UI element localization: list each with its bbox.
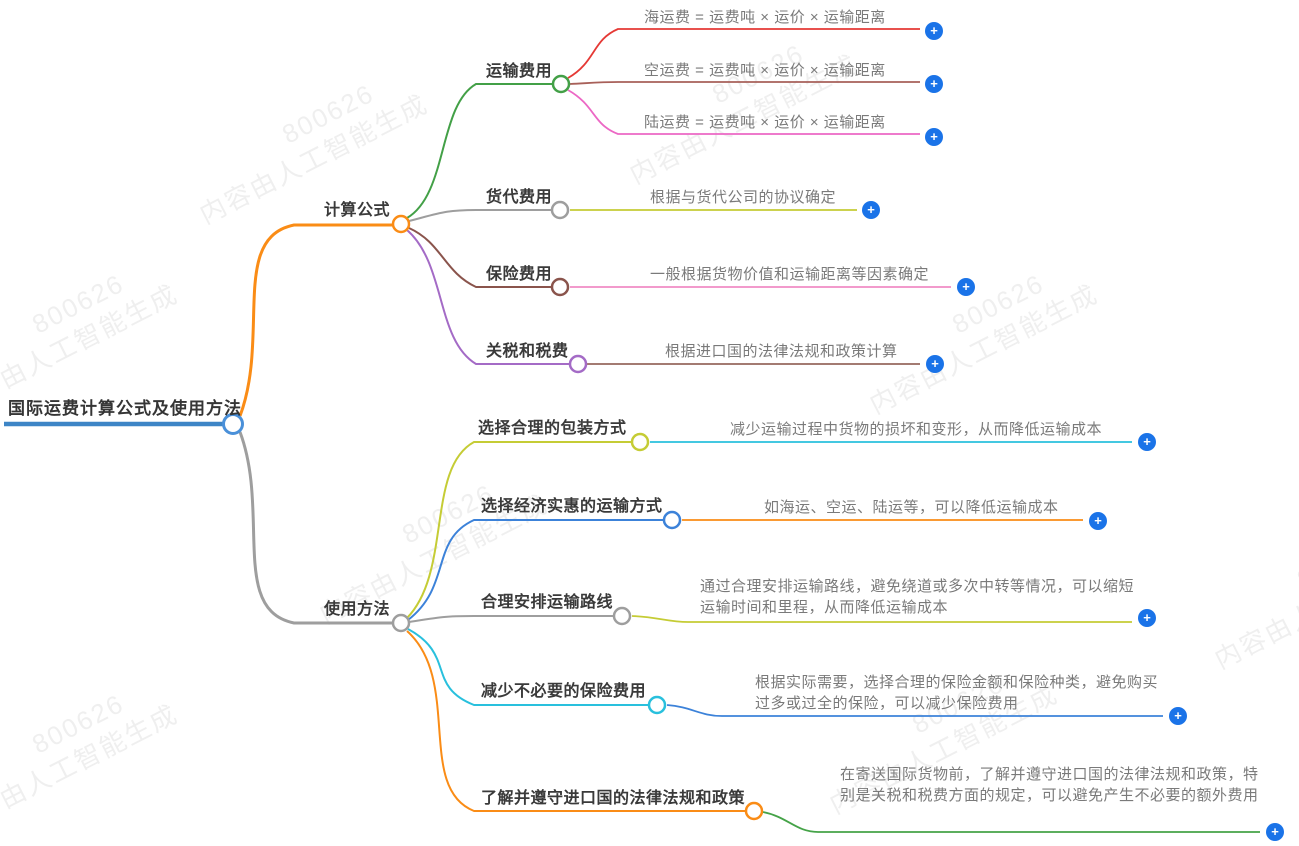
expand-button-insreduce[interactable]: + xyxy=(1169,707,1187,725)
node-usage[interactable]: 使用方法 xyxy=(324,601,391,618)
route-connector[interactable] xyxy=(612,606,632,626)
leaf-route-note[interactable]: 通过合理安排运输路线，避免绕道或多次中转等情况，可以缩短运输时间和里程，从而降低… xyxy=(700,578,1135,616)
edge-insreduce-note xyxy=(666,704,1163,717)
expand-button-mode[interactable]: + xyxy=(1089,512,1107,530)
node-packaging[interactable]: 选择合理的包装方式 xyxy=(478,420,627,437)
leaf-tax-note[interactable]: 根据进口国的法律法规和政策计算 xyxy=(665,343,898,360)
expand-button-compliance[interactable]: + xyxy=(1266,823,1284,841)
expand-button-air[interactable]: + xyxy=(925,75,943,93)
node-transport-mode[interactable]: 选择经济实惠的运输方式 xyxy=(481,498,663,515)
edge-route-note xyxy=(631,615,1132,623)
expand-button-insurance[interactable]: + xyxy=(957,278,975,296)
expand-button-route[interactable]: + xyxy=(1138,609,1156,627)
leaf-forwarder-note[interactable]: 根据与货代公司的协议确定 xyxy=(650,189,837,206)
edge-compliance-note xyxy=(762,811,1260,833)
leaf-insreduce-note[interactable]: 根据实际需要，选择合理的保险金额和保险种类，避免购买过多或过全的保险，可以减少保… xyxy=(755,674,1159,712)
expand-button-tax[interactable]: + xyxy=(926,355,944,373)
node-forwarder-cost[interactable]: 货代费用 xyxy=(486,189,553,206)
compliance-connector[interactable] xyxy=(744,801,764,821)
transport-connector[interactable] xyxy=(551,74,571,94)
usage-connector[interactable] xyxy=(391,613,411,633)
edge-transport-sea xyxy=(567,28,920,79)
edge-transport-air xyxy=(569,81,920,85)
formulas-connector[interactable] xyxy=(391,214,411,234)
insurance-connector[interactable] xyxy=(550,277,570,297)
edge-root-usage xyxy=(238,431,392,625)
expand-button-land[interactable]: + xyxy=(925,128,943,146)
root-node-title[interactable]: 国际运费计算公式及使用方法 xyxy=(8,399,242,418)
leaf-air-freight-formula[interactable]: 空运费 = 运费吨 × 运价 × 运输距离 xyxy=(644,62,886,79)
root-connector[interactable] xyxy=(222,413,244,435)
node-compliance[interactable]: 了解并遵守进口国的法律法规和政策 xyxy=(481,790,746,807)
edge-usage-mode xyxy=(407,519,663,621)
node-transport-cost[interactable]: 运输费用 xyxy=(486,63,553,80)
edge-usage-route xyxy=(408,615,613,623)
node-insurance-cost[interactable]: 保险费用 xyxy=(486,266,553,283)
leaf-sea-freight-formula[interactable]: 海运费 = 运费吨 × 运价 × 运输距离 xyxy=(644,9,886,26)
edge-formulas-insurance xyxy=(408,227,552,288)
expand-button-packaging[interactable]: + xyxy=(1138,433,1156,451)
edge-usage-compliance xyxy=(406,630,745,812)
node-route[interactable]: 合理安排运输路线 xyxy=(481,594,614,611)
leaf-insurance-note[interactable]: 一般根据货物价值和运输距离等因素确定 xyxy=(650,266,930,283)
edge-formulas-forwarder xyxy=(408,209,552,222)
insreduce-connector[interactable] xyxy=(647,695,667,715)
mode-connector[interactable] xyxy=(662,510,682,530)
edge-formulas-tax xyxy=(406,229,569,365)
edge-root-formulas xyxy=(238,223,392,417)
leaf-compliance-note[interactable]: 在寄送国际货物前，了解并遵守进口国的法律法规和政策，特别是关税和税费方面的规定，… xyxy=(840,766,1259,804)
expand-button-forwarder[interactable]: + xyxy=(862,201,880,219)
expand-button-sea[interactable]: + xyxy=(925,22,943,40)
node-formulas[interactable]: 计算公式 xyxy=(324,202,391,219)
tax-connector[interactable] xyxy=(568,354,588,374)
node-insurance-reduce[interactable]: 减少不必要的保险费用 xyxy=(481,683,647,700)
node-tax-cost[interactable]: 关税和税费 xyxy=(486,343,569,360)
leaf-packaging-note[interactable]: 减少运输过程中货物的损坏和变形，从而降低运输成本 xyxy=(730,421,1103,438)
edge-usage-insreduce xyxy=(407,628,648,706)
forwarder-connector[interactable] xyxy=(550,200,570,220)
packaging-connector[interactable] xyxy=(630,432,650,452)
edge-usage-packaging xyxy=(406,441,631,619)
leaf-mode-note[interactable]: 如海运、空运、陆运等，可以降低运输成本 xyxy=(764,499,1059,516)
leaf-land-freight-formula[interactable]: 陆运费 = 运费吨 × 运价 × 运输距离 xyxy=(644,114,886,131)
edge-formulas-transport xyxy=(406,83,553,219)
edge-transport-land xyxy=(567,89,920,135)
